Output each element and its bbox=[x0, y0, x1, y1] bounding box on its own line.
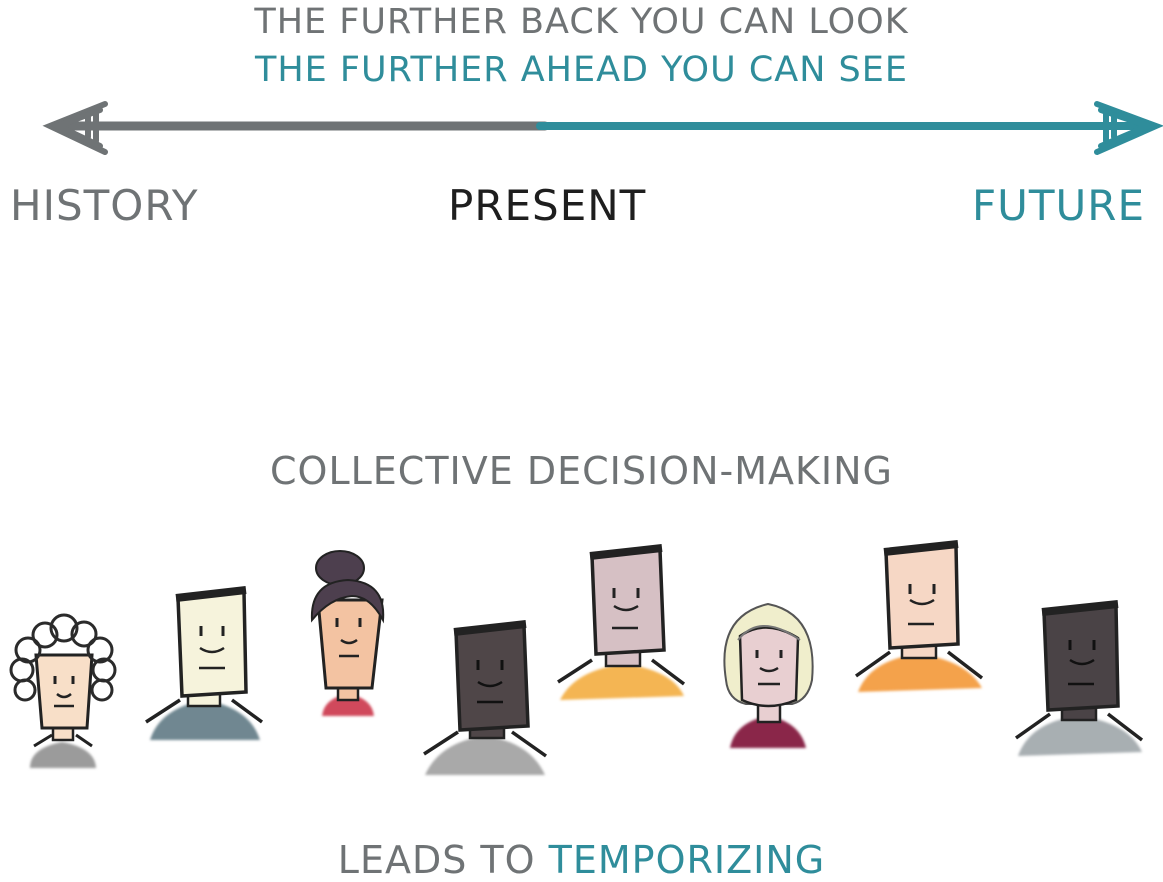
person-mauve-face bbox=[557, 544, 686, 700]
person-dark-skin-left bbox=[423, 620, 548, 775]
left-arrowhead-icon bbox=[42, 101, 108, 155]
headline-line-past: THE FURTHER BACK YOU CAN LOOK bbox=[254, 2, 909, 42]
person-curly-hair bbox=[9, 613, 117, 768]
person-dark-skin-right bbox=[1014, 600, 1144, 756]
person-pale-square-face bbox=[145, 586, 264, 740]
right-arrowhead-icon bbox=[1094, 101, 1163, 155]
person-blonde-woman bbox=[723, 602, 814, 748]
history-label: HISTORY bbox=[10, 181, 199, 230]
present-label: PRESENT bbox=[448, 181, 647, 230]
headline-line-future: THE FURTHER AHEAD YOU CAN SEE bbox=[254, 50, 908, 90]
future-label: FUTURE bbox=[972, 181, 1146, 230]
section-title: COLLECTIVE DECISION-MAKING bbox=[270, 449, 893, 493]
caption-prefix: LEADS TO bbox=[337, 838, 549, 882]
caption-highlight: TEMPORIZING bbox=[548, 838, 826, 882]
timeline-arrow bbox=[42, 101, 1163, 155]
person-bun-hair-woman bbox=[310, 550, 385, 716]
caption: LEADS TO TEMPORIZING bbox=[0, 838, 1163, 882]
person-peach-face bbox=[854, 540, 984, 692]
